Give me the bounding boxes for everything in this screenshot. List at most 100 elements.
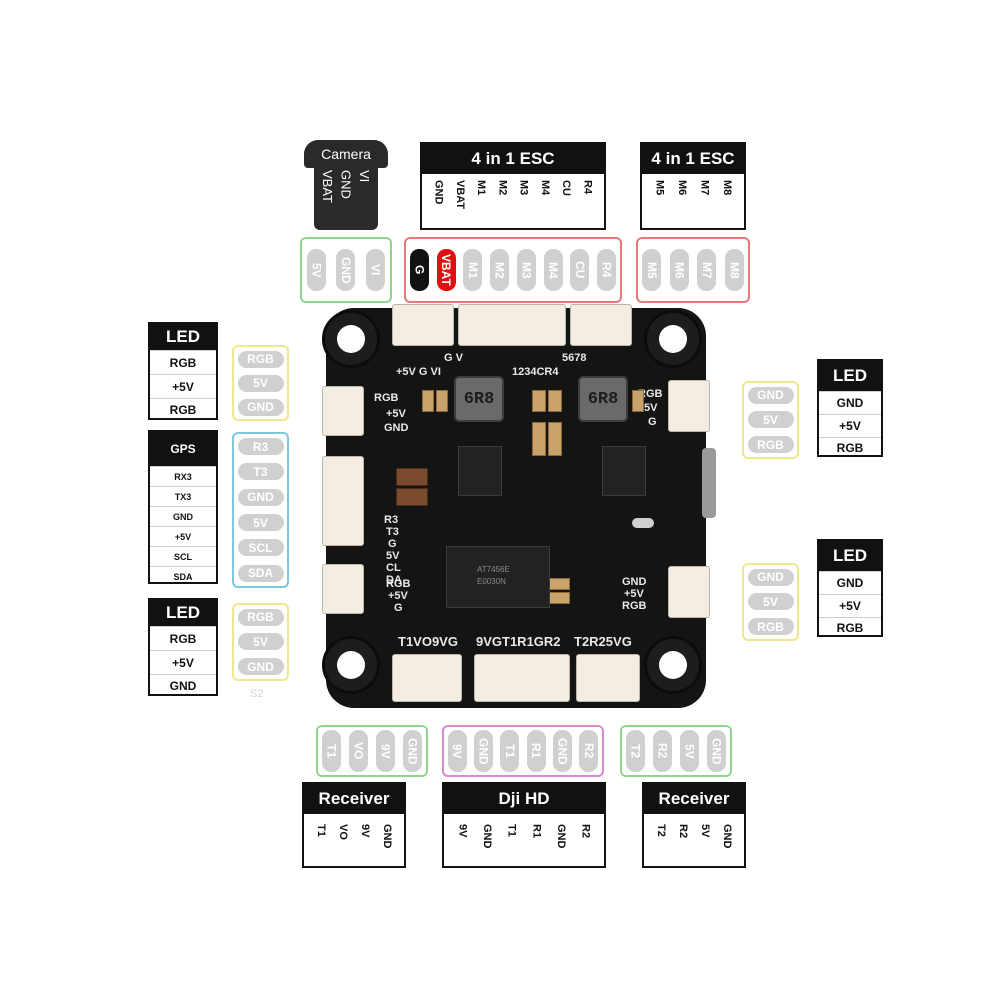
silk-label: RGB	[374, 392, 399, 404]
led-mid-right-connector	[668, 566, 710, 618]
receiver-left-pad: T1	[322, 730, 341, 772]
chip-marking: AT7456E	[477, 565, 510, 574]
receiver-left-connector	[392, 654, 462, 702]
camera-pad: 5V	[307, 249, 327, 291]
led-mid-right-pad: 5V	[747, 593, 794, 611]
gps-pad: R3	[237, 438, 284, 456]
esc2-label: M7	[698, 180, 711, 196]
gps-pad: 5V	[237, 514, 284, 532]
gps-pad-group: R3 T3 GND 5V SCL SDA	[232, 432, 289, 588]
receiver-left-legend: Receiver T1 VO 9V GND	[302, 782, 406, 868]
dji-label: GND	[554, 824, 567, 849]
led-mid-right-pad: RGB	[747, 618, 794, 636]
led-top-left-label: RGB	[150, 398, 216, 421]
esc1-pad: M1	[463, 249, 483, 291]
esc2-label: M6	[675, 180, 688, 196]
esc1-connector	[458, 304, 566, 346]
dji-label: GND	[480, 824, 493, 849]
led-left-connector	[322, 386, 364, 436]
dji-legend: Dji HD 9V GND T1 R1 GND R2	[442, 782, 606, 868]
esc2-title: 4 in 1 ESC	[642, 144, 744, 174]
capacitor	[548, 578, 570, 590]
silk-label: +5V	[624, 588, 644, 600]
silk-label: GND	[622, 576, 647, 588]
receiver-right-connector	[576, 654, 640, 702]
camera-pad-group: 5V GND VI	[300, 237, 392, 303]
led-top-right-label: RGB	[819, 437, 881, 458]
capacitor	[396, 488, 428, 506]
silk-label: G	[394, 602, 403, 614]
receiver-right-pad: 5V	[680, 730, 699, 772]
dji-label: 9V	[456, 824, 469, 838]
receiver-right-label: GND	[721, 824, 733, 849]
mounting-hole	[644, 310, 702, 368]
capacitor	[422, 390, 434, 412]
silk-label: +5V G VI	[396, 366, 441, 378]
mounting-hole	[322, 636, 380, 694]
esc2-pad: M5	[642, 249, 662, 291]
receiver-left-label: 9V	[359, 824, 371, 838]
osd-chip: AT7456E E0030N	[446, 546, 550, 608]
esc2-pad: M7	[697, 249, 717, 291]
led-top-left-pad: GND	[237, 398, 284, 416]
led-top-right-title: LED	[819, 361, 881, 391]
silk-label: RGB	[386, 578, 411, 590]
receiver-left-title: Receiver	[304, 784, 404, 814]
led-bottom-left-label: +5V	[150, 650, 216, 674]
esc1-legend: 4 in 1 ESC GND VBAT M1 M2 M3 M4 CU R4	[420, 142, 606, 230]
silk-label: 9VGT1R1GR2	[476, 634, 561, 649]
led-mid-right-label: RGB	[819, 617, 881, 638]
led-top-left-label: RGB	[150, 350, 216, 374]
capacitor	[396, 468, 428, 486]
receiver-right-label: R2	[677, 824, 689, 839]
led-bottom-left-label: GND	[150, 674, 216, 697]
regulator-chip	[458, 446, 502, 496]
esc2-label: M5	[653, 180, 666, 196]
gps-title: GPS	[150, 432, 216, 466]
dji-connector	[474, 654, 570, 702]
led-mid-right-label: GND	[819, 571, 881, 594]
led-right-connector	[668, 380, 710, 432]
gps-pad: SCL	[237, 539, 284, 557]
esc1-pad: R4	[597, 249, 617, 291]
receiver-right-label: 5V	[699, 824, 711, 838]
receiver-left-pad: VO	[349, 730, 368, 772]
mounting-hole	[644, 636, 702, 694]
led-top-right-pad: GND	[747, 386, 794, 404]
receiver-right-title: Receiver	[644, 784, 744, 814]
led-mid-right-legend: LED GND +5V RGB	[817, 539, 883, 637]
capacitor	[532, 422, 546, 456]
silk-label: T1VO9VG	[398, 634, 458, 649]
esc2-connector	[570, 304, 632, 346]
receiver-left-label: GND	[381, 824, 393, 849]
led-top-right-label: +5V	[819, 414, 881, 437]
gps-pad: SDA	[237, 564, 284, 582]
dji-label: T1	[505, 824, 518, 837]
dji-pad: GND	[473, 730, 493, 772]
inductor: 6R8	[454, 376, 504, 422]
led-top-right-pad-group: GND 5V RGB	[742, 381, 799, 459]
dji-pad: R1	[526, 730, 546, 772]
esc1-label: M1	[475, 180, 488, 196]
receiver-right-label: T2	[655, 824, 667, 837]
esc1-pad-gnd: G	[409, 249, 429, 291]
receiver-left-pad: 9V	[376, 730, 395, 772]
esc2-pad: M8	[724, 249, 744, 291]
receiver-right-pad: GND	[707, 730, 726, 772]
silk-label: G	[388, 538, 397, 550]
led-bottom-left-pad: GND	[237, 658, 284, 676]
crystal	[632, 518, 654, 528]
camera-icon: Camera VBAT GND VI	[304, 140, 388, 230]
gps-label: GND	[150, 506, 216, 526]
esc1-label: M2	[496, 180, 509, 196]
esc2-label: M8	[720, 180, 733, 196]
mounting-hole	[322, 310, 380, 368]
led-top-left-title: LED	[150, 324, 216, 350]
led-bottom-left-title: LED	[150, 600, 216, 626]
silk-label: RGB	[622, 600, 647, 612]
flight-controller-board: +5V G VI G V 5678 1234CR4 RGB +5V GND R3…	[322, 304, 716, 708]
gps-label: RX3	[150, 466, 216, 486]
capacitor	[548, 390, 562, 412]
silk-label: +5V	[388, 590, 408, 602]
led-top-left-legend: LED RGB +5V RGB	[148, 322, 218, 420]
